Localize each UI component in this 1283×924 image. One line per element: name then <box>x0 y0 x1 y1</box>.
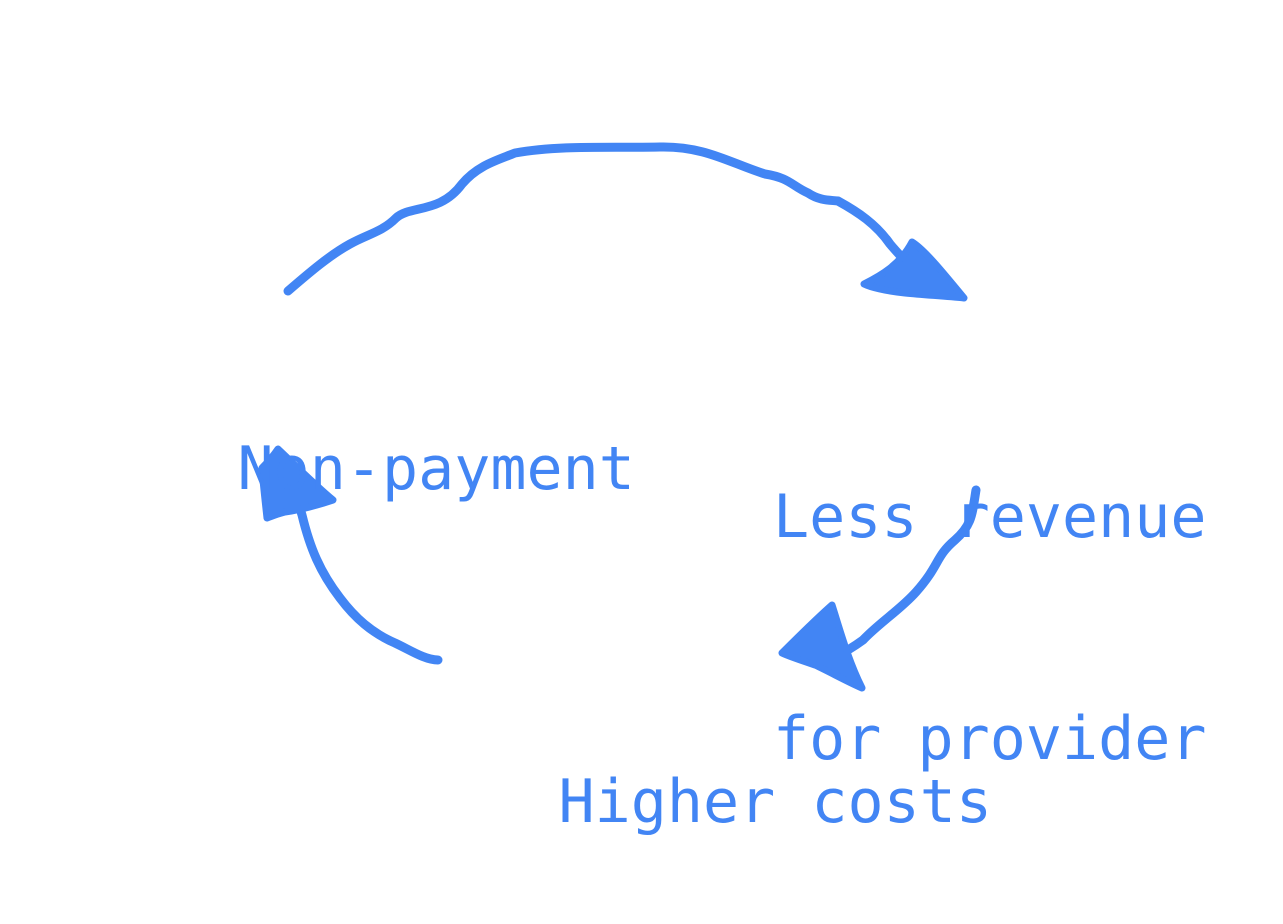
arrow-head-left <box>258 445 337 522</box>
arrow-head-right <box>778 601 866 692</box>
node-non-payment: Non-payment <box>93 358 635 580</box>
node-less-revenue-line-1: Less revenue <box>773 482 1207 552</box>
arrow-costs-to-nonpayment <box>258 445 443 665</box>
node-higher-costs-line-1: Higher costs <box>558 767 992 837</box>
arrow-head-top <box>860 238 968 302</box>
arrow-curve-top <box>283 142 925 296</box>
node-less-revenue-line-2: for provider <box>773 704 1207 774</box>
cycle-diagram: Non-payment Less revenue for provider Hi… <box>93 142 1206 837</box>
arrow-nonpayment-to-revenue <box>283 142 968 302</box>
node-less-revenue: Less revenue for provider <box>773 332 1206 924</box>
arrow-revenue-to-costs <box>778 485 981 692</box>
arrows-layer <box>258 142 981 692</box>
node-higher-costs: Higher costs <box>414 691 992 913</box>
arrow-curve-right <box>833 485 981 660</box>
node-non-payment-line-1: Non-payment <box>237 434 635 504</box>
